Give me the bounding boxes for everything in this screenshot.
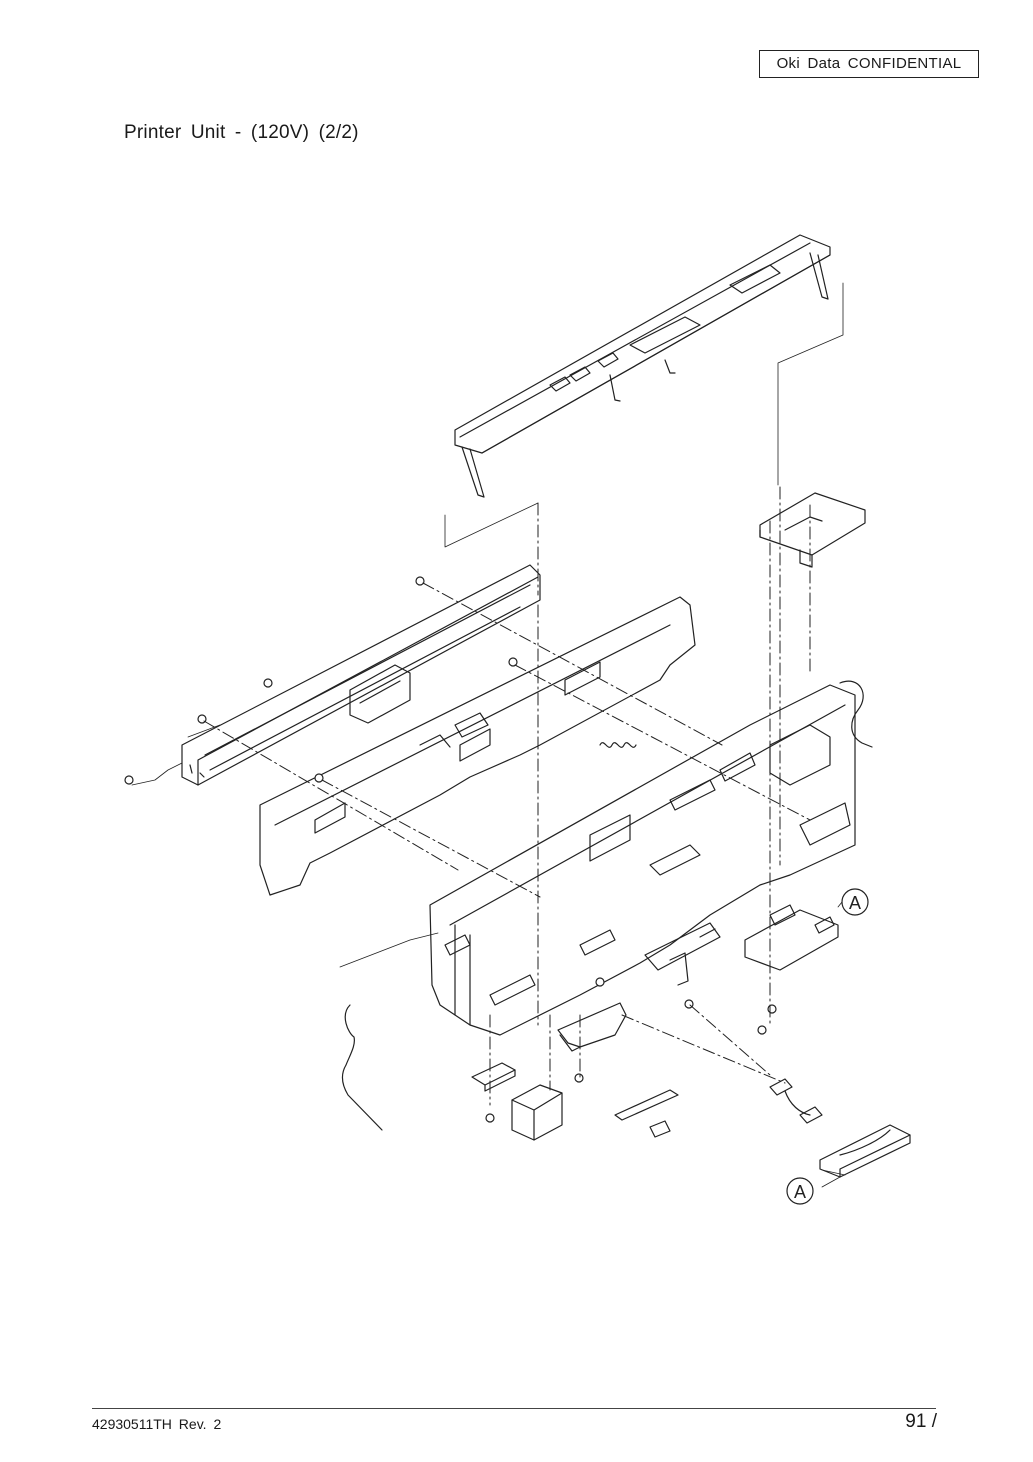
sensor-bracket-part [644,922,721,986]
svg-text:A: A [794,1182,806,1202]
assembly-lines [203,486,811,1106]
page-number: 91 / [905,1411,937,1432]
circuit-board-part [744,904,839,971]
base-chassis-part [429,684,856,1036]
footer-divider [92,1408,936,1409]
callout-a-top-leader [837,901,843,908]
page-title: Printer Unit - (120V) (2/2) [124,122,359,143]
svg-text:A: A [849,893,861,913]
top-cover-part [454,234,831,498]
spring-coil-part [599,742,637,748]
screw-icons [124,576,777,1123]
left-frame-part [181,564,541,786]
callout-a-top: A [841,888,869,916]
leader-lines [131,282,846,1188]
spring-wire-part [341,1004,383,1131]
middle-frame-part [259,596,696,896]
hook-wire-part [839,680,873,748]
document-number: 42930511TH Rev. 2 [92,1416,222,1432]
callout-a-bottom: A [786,1177,814,1205]
solenoid-part [511,1084,563,1141]
flat-cable-part [614,1089,679,1138]
shield-cover-part [759,492,866,568]
exploded-parts-diagram: A A [110,225,930,1205]
ribbon-cable-part [819,1124,911,1178]
harness-part [769,1078,823,1124]
confidential-stamp: Oki Data CONFIDENTIAL [759,50,979,78]
small-board-part [471,1062,516,1092]
lever-arm-part [557,1002,627,1052]
